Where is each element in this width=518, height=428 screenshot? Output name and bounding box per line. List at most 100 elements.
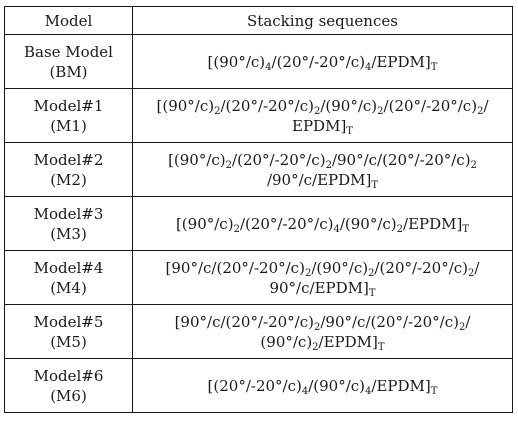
sequence-text: [(90°/c) — [156, 96, 215, 115]
sequence-line: [(90°/c)2/(20°/-20°/c)2/90°/c/(20°/-20°/… — [137, 150, 508, 171]
model-code: (BM) — [49, 62, 88, 81]
model-name: Model#6 — [33, 366, 104, 385]
sequence-subscript: T — [346, 125, 353, 137]
table-row: Base Model(BM)[(90°/c)4/(20°/-20°/c)4/EP… — [4, 34, 513, 89]
sequence-subscript: 4 — [265, 61, 272, 73]
table-body: Base Model(BM)[(90°/c)4/(20°/-20°/c)4/EP… — [4, 34, 513, 413]
sequence-text: /EPDM] — [371, 52, 431, 71]
sequence-cell: [90°/c/(20°/-20°/c)2/(90°/c)2/(20°/-20°/… — [132, 250, 513, 305]
sequence-subscript: 4 — [365, 385, 372, 397]
model-name: Base Model — [24, 42, 113, 61]
sequence-subscript: T — [462, 223, 470, 235]
sequence-cell: [(90°/c)2/(20°/-20°/c)4/(90°/c)2/EPDM]T — [132, 196, 513, 251]
sequence-subscript: 2 — [325, 159, 332, 171]
model-name: Model#2 — [33, 150, 104, 169]
sequence-text: / — [483, 96, 489, 115]
sequence-text: /(20°/-20°/c) — [232, 150, 326, 169]
model-code: (M6) — [50, 386, 87, 405]
sequence-subscript: 2 — [214, 105, 221, 117]
table-row: Model#3(M3)[(90°/c)2/(20°/-20°/c)4/(90°/… — [4, 196, 513, 251]
sequence-line: /90°/c/EPDM]T — [137, 170, 508, 191]
sequence-text: /EPDM] — [318, 332, 378, 351]
model-name: Model#4 — [33, 258, 104, 277]
model-cell: Model#1(M1) — [4, 88, 133, 143]
header-stacking-sequences: Stacking sequences — [132, 6, 513, 35]
model-name: Model#3 — [33, 204, 104, 223]
model-cell: Model#3(M3) — [4, 196, 133, 251]
sequence-text: / — [465, 312, 471, 331]
sequence-cell: [(90°/c)2/(20°/-20°/c)2/90°/c/(20°/-20°/… — [132, 142, 513, 197]
table-row: Model#4(M4)[90°/c/(20°/-20°/c)2/(90°/c)2… — [4, 250, 513, 305]
sequence-text: [(90°/c) — [175, 214, 234, 233]
sequence-text: /(90°/c) — [339, 214, 397, 233]
model-code: (M4) — [50, 278, 87, 297]
sequence-cell: [(90°/c)2/(20°/-20°/c)2/(90°/c)2/(20°/-2… — [132, 88, 513, 143]
sequence-line: [90°/c/(20°/-20°/c)2/90°/c/(20°/-20°/c)2… — [137, 312, 508, 333]
sequence-line: (90°/c)2/EPDM]T — [137, 332, 508, 353]
sequence-subscript: 2 — [458, 321, 466, 333]
sequence-subscript: 4 — [301, 385, 309, 397]
sequence-text: /(90°/c) — [320, 96, 378, 115]
table-header: Model Stacking sequences — [4, 6, 513, 35]
table-row: Model#5(M5)[90°/c/(20°/-20°/c)2/90°/c/(2… — [4, 304, 513, 359]
sequence-text: / — [474, 258, 480, 277]
sequence-text: /EPDM] — [371, 376, 431, 395]
sequence-text: /(20°/-20°/c) — [239, 214, 334, 233]
sequence-subscript: T — [368, 287, 376, 299]
sequence-subscript: 2 — [477, 105, 484, 117]
model-code: (M2) — [50, 170, 87, 189]
sequence-text: EPDM] — [292, 116, 347, 135]
sequence-subscript: 2 — [313, 321, 321, 333]
sequence-cell: [(90°/c)4/(20°/-20°/c)4/EPDM]T — [132, 34, 513, 89]
sequence-text: /(20°/-20°/c) — [374, 258, 469, 277]
sequence-text: /(20°/-20°/c) — [271, 52, 366, 71]
sequence-text: [90°/c/(20°/-20°/c) — [174, 312, 314, 331]
sequence-subscript: 2 — [396, 223, 404, 235]
sequence-subscript: T — [377, 341, 385, 353]
sequence-subscript: T — [430, 61, 438, 73]
table-row: Model#1(M1)[(90°/c)2/(20°/-20°/c)2/(90°/… — [4, 88, 513, 143]
sequence-subscript: 2 — [304, 267, 312, 279]
table-row: Model#2(M2)[(90°/c)2/(20°/-20°/c)2/90°/c… — [4, 142, 513, 197]
model-cell: Model#5(M5) — [4, 304, 133, 359]
sequence-text: /(20°/-20°/c) — [383, 96, 478, 115]
sequence-text: /90°/c/(20°/-20°/c) — [331, 150, 471, 169]
sequence-text: [(90°/c) — [168, 150, 226, 169]
header-row: Model Stacking sequences — [4, 6, 513, 35]
sequence-line: EPDM]T — [137, 116, 508, 137]
sequence-text: [(90°/c) — [207, 52, 266, 71]
sequence-subscript: 2 — [233, 223, 240, 235]
sequence-cell: [(20°/-20°/c)4/(90°/c)4/EPDM]T — [132, 358, 513, 413]
model-cell: Model#2(M2) — [4, 142, 133, 197]
sequence-line: [(90°/c)2/(20°/-20°/c)2/(90°/c)2/(20°/-2… — [137, 96, 508, 117]
sequence-line: 90°/c/EPDM]T — [137, 278, 508, 299]
sequence-text: /(20°/-20°/c) — [220, 96, 314, 115]
sequence-line: [(90°/c)2/(20°/-20°/c)4/(90°/c)2/EPDM]T — [137, 214, 508, 235]
sequence-subscript: 2 — [225, 159, 233, 171]
sequence-line: [(90°/c)4/(20°/-20°/c)4/EPDM]T — [137, 52, 508, 73]
sequence-text: /90°/c/(20°/-20°/c) — [320, 312, 459, 331]
model-name: Model#5 — [33, 312, 104, 331]
sequence-text: [(20°/-20°/c) — [207, 376, 302, 395]
table-row: Model#6(M6)[(20°/-20°/c)4/(90°/c)4/EPDM]… — [4, 358, 513, 413]
sequence-subscript: 2 — [312, 341, 319, 353]
sequence-text: /EPDM] — [403, 214, 463, 233]
sequence-text: [90°/c/(20°/-20°/c) — [165, 258, 305, 277]
stacking-sequence-table: Model Stacking sequences Base Model(BM) [… — [4, 6, 513, 413]
sequence-subscript: T — [430, 385, 438, 397]
sequence-text: (90°/c) — [260, 332, 313, 351]
sequence-subscript: 4 — [365, 61, 372, 73]
model-code: (M3) — [50, 224, 87, 243]
sequence-line: [90°/c/(20°/-20°/c)2/(90°/c)2/(20°/-20°/… — [137, 258, 508, 279]
model-name: Model#1 — [33, 96, 104, 115]
sequence-subscript: 2 — [470, 159, 477, 171]
sequence-text: /(90°/c) — [311, 258, 369, 277]
sequence-text: 90°/c/EPDM] — [269, 278, 369, 297]
sequence-subscript: 2 — [377, 105, 384, 117]
sequence-subscript: 2 — [368, 267, 375, 279]
sequence-subscript: 2 — [313, 105, 321, 117]
model-cell: Model#6(M6) — [4, 358, 133, 413]
sequence-subscript: 2 — [468, 267, 475, 279]
model-code: (M5) — [50, 332, 87, 351]
